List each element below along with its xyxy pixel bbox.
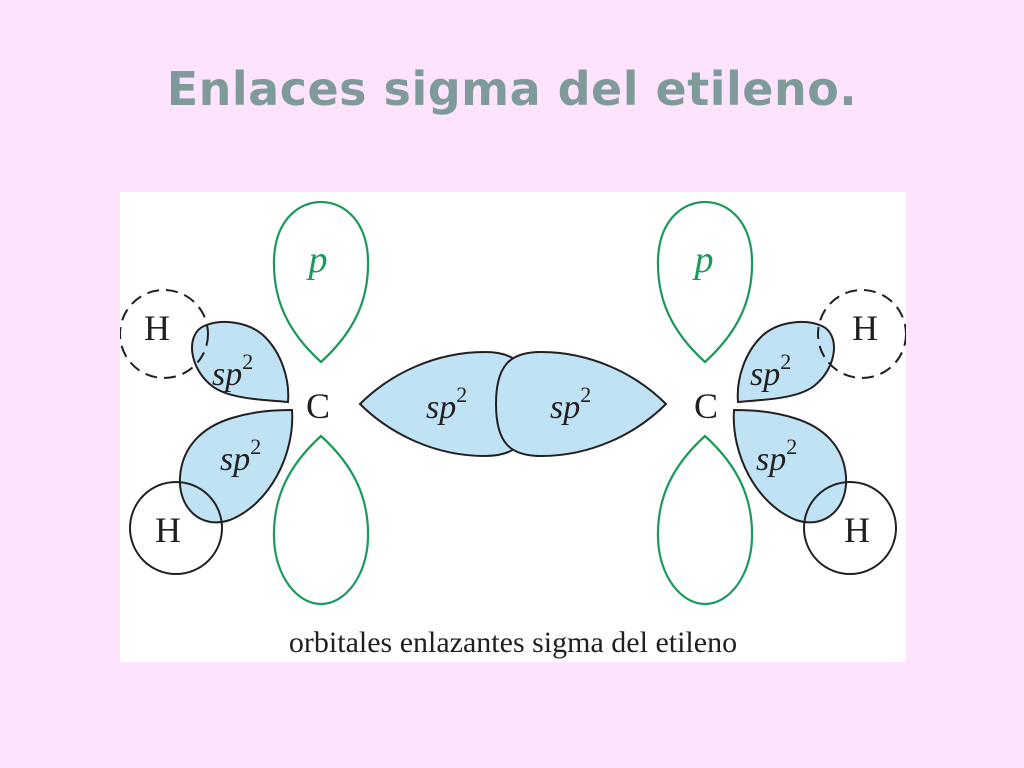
orbital-diagram-svg: p p C C H H H H sp2 sp2 sp2 sp2 sp2 sp2 <box>120 200 906 606</box>
p-orbital-right-top <box>656 200 754 364</box>
sp2-lobe-lower-right <box>732 408 848 524</box>
h-orbital-top-right <box>817 289 906 379</box>
hydrogen-bottom-right-label: H <box>844 510 870 550</box>
p-orbital-left-bottom <box>272 434 370 606</box>
slide-title: Enlaces sigma del etileno. <box>166 62 858 116</box>
p-label-right: p <box>692 239 714 281</box>
h-orbital-bottom-left <box>129 481 223 575</box>
hydrogen-top-right-label: H <box>852 308 878 348</box>
hydrogen-bottom-left-label: H <box>155 510 181 550</box>
carbon-left-label: C <box>306 386 330 426</box>
ethylene-sigma-diagram: p p C C H H H H sp2 sp2 sp2 sp2 sp2 sp2 … <box>120 192 906 662</box>
sp2-lobe-upper-right <box>736 320 835 404</box>
hydrogen-top-left-label: H <box>144 308 170 348</box>
sp2-label-lower-right: sp2 <box>756 434 797 478</box>
p-label-left: p <box>306 239 328 281</box>
sp2-label-upper-right: sp2 <box>750 349 791 393</box>
figure-caption: orbitales enlazantes sigma del etileno <box>288 626 738 659</box>
sp2-lobe-upper-left <box>191 320 290 404</box>
p-orbital-right-bottom <box>656 434 754 606</box>
h-orbital-top-left <box>120 289 209 379</box>
sp2-label-upper-left: sp2 <box>212 349 253 393</box>
sp2-label-lower-left: sp2 <box>220 434 261 478</box>
sp2-lobe-center-right <box>494 350 668 458</box>
carbon-right-label: C <box>694 386 718 426</box>
sp2-label-center-right: sp2 <box>550 382 591 426</box>
p-orbital-left-top <box>272 200 370 364</box>
sp2-label-center-left: sp2 <box>426 382 467 426</box>
h-orbital-bottom-right <box>803 481 897 575</box>
